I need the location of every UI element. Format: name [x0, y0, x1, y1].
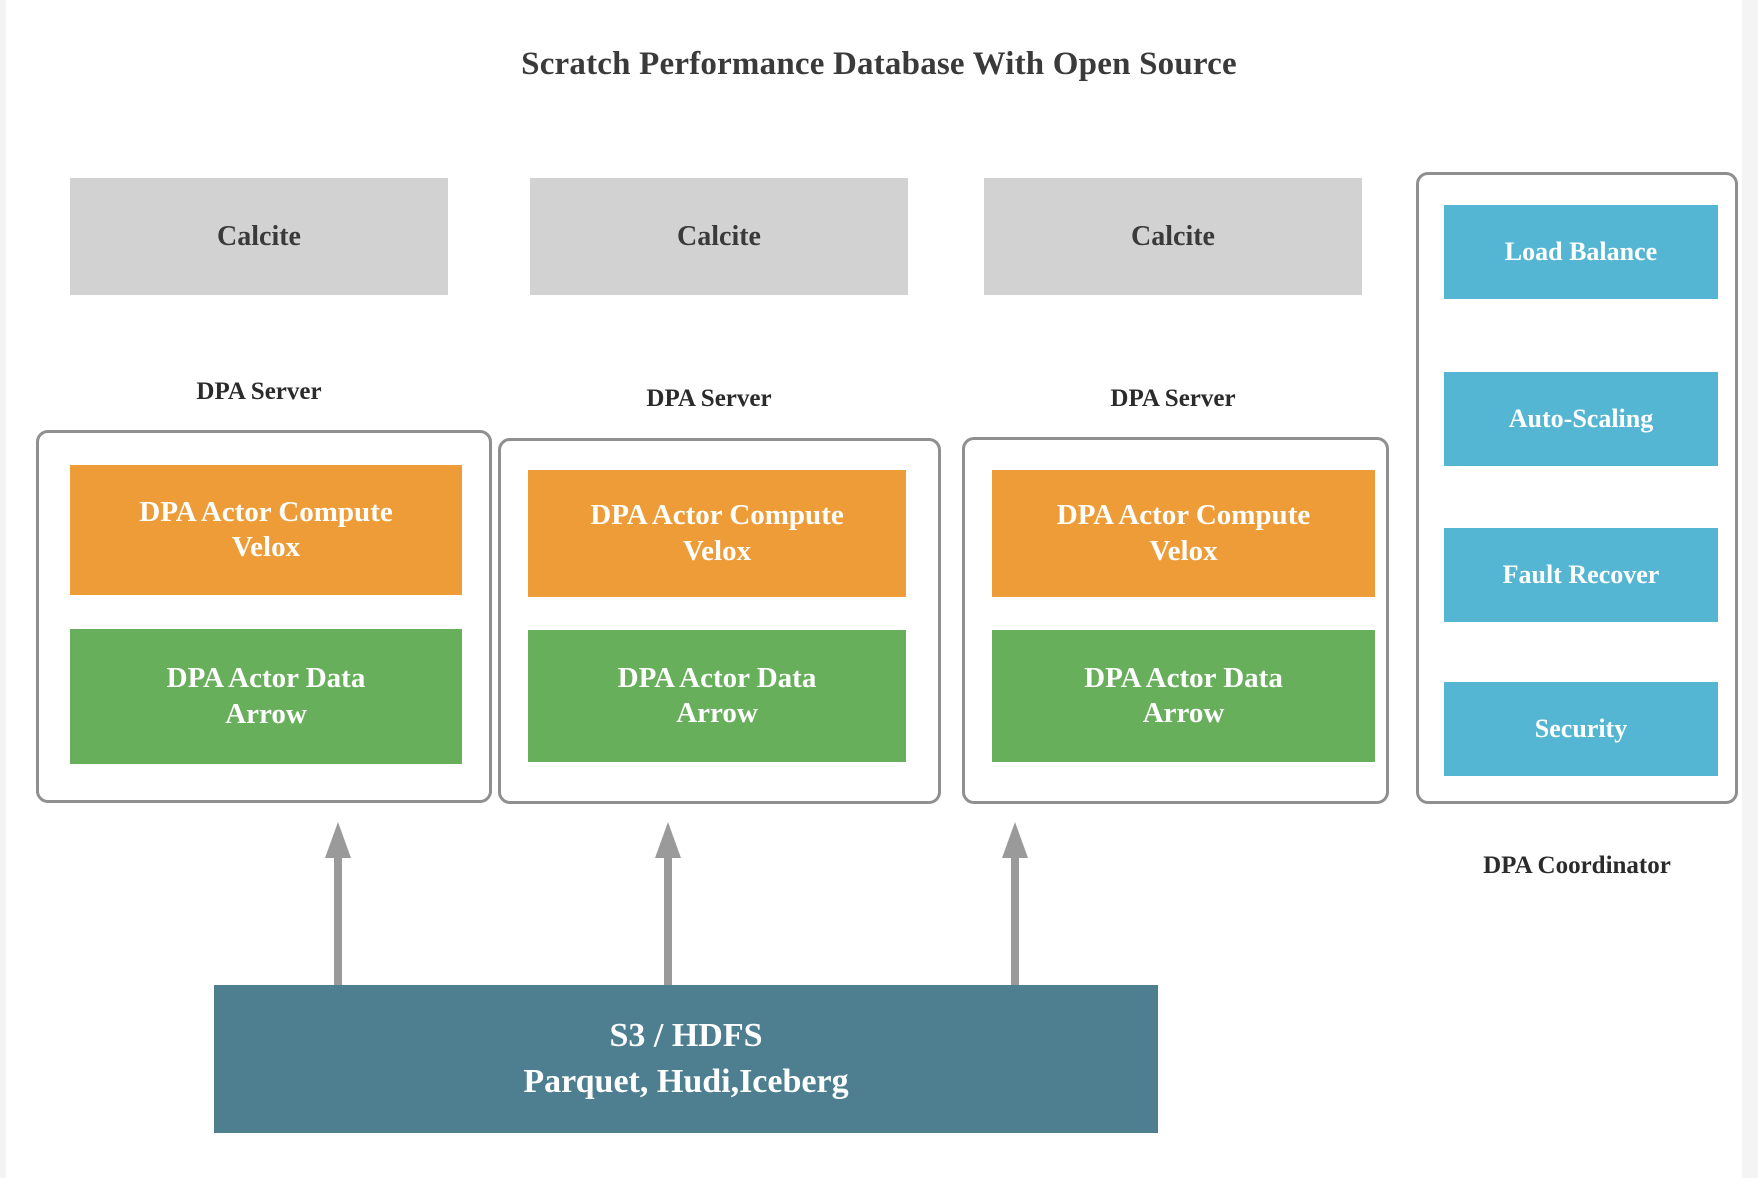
dpa-actor-data-box-2: DPA Actor Data Arrow — [528, 630, 906, 762]
calcite-box-3: Calcite — [984, 178, 1362, 295]
coordinator-item-security[interactable]: Security — [1444, 682, 1718, 776]
dpa-actor-compute-box-2: DPA Actor Compute Velox — [528, 470, 906, 597]
dpa-actor-data-box-1: DPA Actor Data Arrow — [70, 629, 462, 764]
compute-title-1: DPA Actor Compute — [139, 495, 393, 528]
coordinator-item-auto-scaling[interactable]: Auto-Scaling — [1444, 372, 1718, 466]
dpa-server-label-2: DPA Server — [646, 385, 772, 412]
arrow-storage-to-server-1 — [325, 822, 351, 990]
calcite-label-1: Calcite — [217, 220, 301, 252]
compute-engine-2: Velox — [682, 534, 752, 567]
coordinator-item-label: Fault Recover — [1502, 560, 1660, 589]
storage-line-1: S3 / HDFS — [609, 1017, 763, 1055]
dpa-coordinator-label: DPA Coordinator — [1483, 852, 1671, 879]
calcite-box-1: Calcite — [70, 178, 448, 295]
compute-engine-1: Velox — [231, 531, 301, 563]
data-format-2: Arrow — [676, 697, 758, 729]
dpa-actor-compute-box-3: DPA Actor Compute Velox — [992, 470, 1375, 597]
arrow-storage-to-server-3 — [1002, 822, 1028, 990]
data-format-1: Arrow — [225, 697, 307, 730]
coordinator-item-label: Security — [1534, 714, 1628, 743]
dpa-actor-compute-box-1: DPA Actor Compute Velox — [70, 465, 462, 595]
coordinator-item-load-balance[interactable]: Load Balance — [1444, 205, 1718, 299]
calcite-box-2: Calcite — [530, 178, 908, 295]
storage-box: S3 / HDFS Parquet, Hudi,Iceberg — [214, 985, 1158, 1133]
arrow-storage-to-server-2 — [655, 822, 681, 990]
data-title-1: DPA Actor Data — [166, 662, 366, 695]
compute-engine-3: Velox — [1149, 534, 1218, 567]
coordinator-item-label: Load Balance — [1504, 237, 1658, 266]
page-title: Scratch Performance Database With Open S… — [521, 46, 1237, 82]
data-format-3: Arrow — [1142, 697, 1225, 729]
compute-title-2: DPA Actor Compute — [590, 499, 844, 532]
coordinator-item-fault-recover[interactable]: Fault Recover — [1444, 528, 1718, 622]
storage-line-2: Parquet, Hudi,Iceberg — [523, 1063, 849, 1100]
dpa-server-label-1: DPA Server — [196, 378, 322, 405]
coordinator-item-label: Auto-Scaling — [1508, 404, 1654, 433]
calcite-label-2: Calcite — [677, 220, 761, 252]
compute-title-3: DPA Actor Compute — [1056, 499, 1311, 532]
canvas-left-margin — [0, 0, 6, 1178]
canvas-right-margin — [1742, 0, 1758, 1178]
dpa-server-label-3: DPA Server — [1110, 385, 1236, 412]
dpa-actor-data-box-3: DPA Actor Data Arrow — [992, 630, 1375, 762]
data-title-2: DPA Actor Data — [617, 661, 817, 694]
calcite-label-3: Calcite — [1131, 220, 1215, 252]
data-title-3: DPA Actor Data — [1084, 661, 1283, 694]
